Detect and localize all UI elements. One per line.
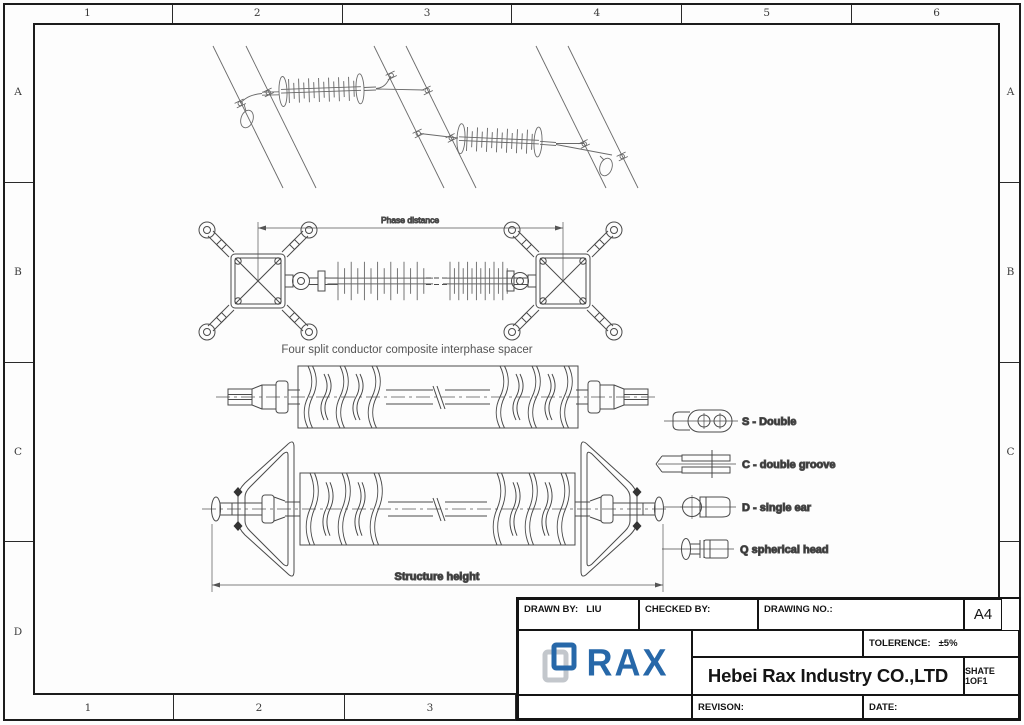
tolerance-value: ±5% — [938, 638, 958, 649]
phase-distance-label: Phase distance — [381, 215, 439, 225]
clevis-double-icon — [664, 409, 738, 433]
grid-label: D — [13, 625, 23, 638]
revision-label: REVISON: — [698, 701, 744, 713]
legend-label-q: Q spherical head — [740, 544, 829, 556]
double-groove-icon — [655, 450, 736, 478]
legend-label-d: D - single ear — [742, 502, 812, 514]
revision-cell: REVISON: — [692, 695, 863, 719]
grid-label: 1 — [3, 695, 174, 721]
checked-by-cell: CHECKED BY: — [639, 599, 758, 630]
sheet-number: SHATE 1OF1 — [965, 666, 995, 686]
sheet-number-cell: SHATE 1OF1 — [964, 657, 1019, 695]
tolerance-cell: TOLERENCE: ±5% — [863, 630, 1019, 657]
paper-size: A4 — [973, 606, 993, 623]
grid-label: B — [1000, 183, 1021, 363]
blank-cell — [518, 695, 692, 719]
drawn-by-cell: DRAWN BY: LIU — [518, 599, 639, 630]
title-block: DRAWN BY: LIU CHECKED BY: DRAWING NO.: A… — [516, 597, 1021, 721]
drawing-no-label: DRAWING NO.: — [764, 604, 833, 615]
single-ear-icon — [664, 495, 736, 519]
tolerance-label: TOLERENCE: — [869, 638, 931, 649]
grid-ruler-right: A B C — [1000, 3, 1021, 721]
legend-label-c: C - double groove — [742, 459, 836, 471]
grid-label: 6 — [933, 7, 940, 19]
date-cell: DATE: — [863, 695, 1019, 719]
grid-label: 3 — [343, 3, 513, 23]
grid-label: A — [3, 3, 33, 183]
legend-label-s: S - Double — [742, 416, 796, 428]
grid-label: 1 — [3, 3, 173, 23]
spacer-with-rings-view: Structure height — [202, 441, 670, 592]
rax-logo-text: RAX — [586, 640, 669, 684]
grid-label: C — [1000, 363, 1021, 543]
phase-distance-dimension — [257, 222, 564, 281]
blank-cell — [692, 630, 863, 657]
rax-logo-icon — [542, 642, 577, 682]
structure-height-label: Structure height — [395, 571, 480, 583]
grid-label: 2 — [174, 695, 345, 721]
drawn-by-label: DRAWN BY: — [524, 604, 579, 615]
grid-label: 2 — [173, 3, 343, 23]
spherical-head-icon — [662, 538, 734, 560]
drawing-caption: Four split conductor composite interphas… — [281, 344, 532, 356]
drawing-no-cell: DRAWING NO.: — [758, 599, 964, 630]
grid-label: 3 — [345, 695, 516, 721]
fitting-legend: S - Double C - double groove D - single … — [655, 409, 836, 560]
structure-height-dimension — [211, 524, 664, 592]
margin-gap-cell — [1002, 599, 1019, 630]
grid-label: B — [3, 183, 33, 363]
company-name: Hebei Rax Industry CO.,LTD — [707, 665, 949, 686]
grid-ruler-left: A B C D — [3, 3, 33, 721]
paper-size-cell: A4 — [964, 599, 1002, 630]
installation-isometric-view — [212, 45, 639, 189]
side-view-spacer — [216, 365, 658, 429]
grid-ruler-top: 1 2 3 4 5 6 — [3, 3, 1021, 23]
grid-label: A — [1000, 3, 1021, 183]
checked-by-label: CHECKED BY: — [645, 604, 711, 615]
grid-label: 5 — [682, 3, 853, 23]
front-view-quad-spacer: Phase distance — [198, 215, 623, 341]
company-name-cell: Hebei Rax Industry CO.,LTD — [692, 657, 964, 695]
grid-label: C — [3, 363, 33, 543]
drawn-by-value: LIU — [586, 604, 602, 615]
grid-ruler-bottom: 1 2 3 — [3, 695, 516, 721]
grid-label: 4 — [512, 3, 683, 23]
logo-cell: RAX — [518, 630, 692, 695]
date-label: DATE: — [869, 701, 898, 713]
